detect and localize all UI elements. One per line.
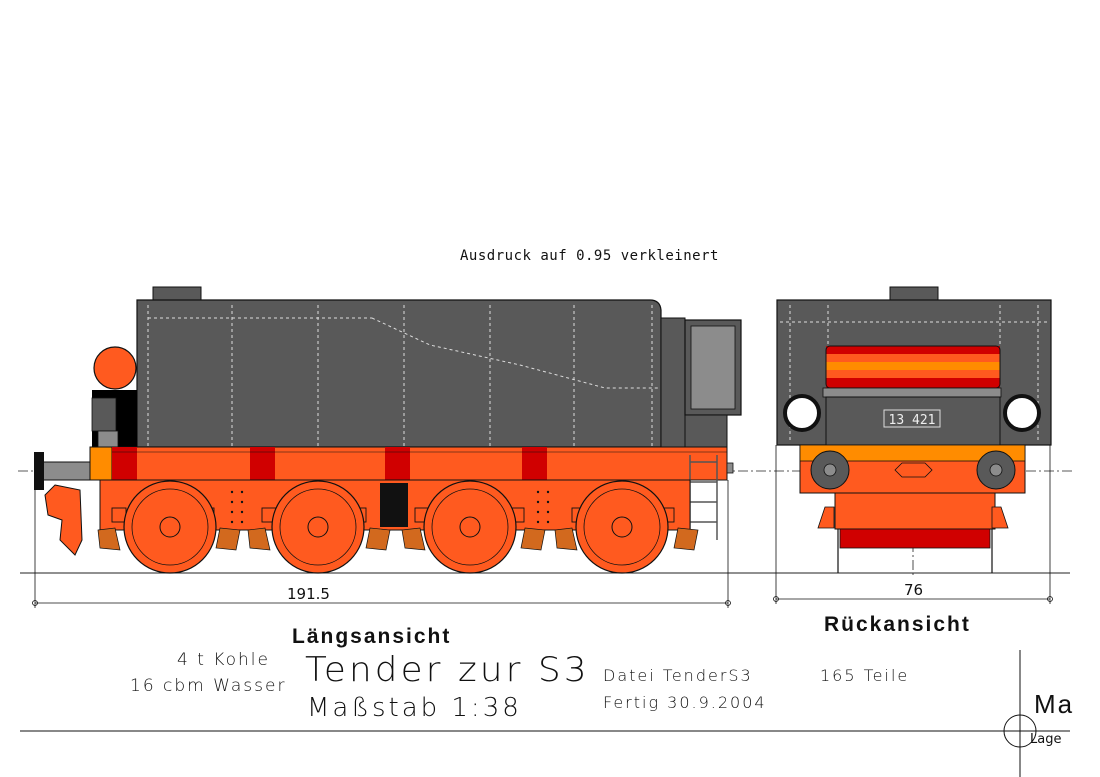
rear-dome xyxy=(889,286,939,302)
rear-view-title: Rückansicht xyxy=(824,613,971,636)
side-dimension: 191.5 xyxy=(287,585,330,603)
water-tank xyxy=(136,299,662,448)
corner-label-top: Ma xyxy=(1034,689,1075,719)
water-capacity: 16 cbm Wasser xyxy=(130,676,287,696)
wheel-1 xyxy=(123,480,217,574)
number-plate xyxy=(883,409,941,428)
finished-date: Fertig 30.9.2004 xyxy=(603,693,767,712)
wheels xyxy=(123,480,669,574)
rear-lamp-left xyxy=(783,394,821,432)
drawing-title: Tender zur S3 xyxy=(305,650,590,690)
corner-label-bottom: Lage xyxy=(1030,732,1062,747)
file-name: Datei TenderS3 xyxy=(603,666,753,685)
rear-view: 13 421 xyxy=(773,286,1053,604)
side-view-title: Längsansicht xyxy=(292,625,452,648)
wheel-4 xyxy=(575,480,669,574)
wheel-3 xyxy=(423,480,517,574)
drawing-scale: Maßstab 1:38 xyxy=(307,693,522,723)
rear-cabinet xyxy=(660,317,686,449)
rear-dimension-line xyxy=(773,445,1053,604)
tank-dome xyxy=(152,286,202,302)
print-note: Ausdruck auf 0.95 verkleinert xyxy=(460,248,719,264)
wheel-2 xyxy=(271,480,365,574)
frame-upper xyxy=(111,446,728,481)
front-coupler xyxy=(41,461,91,481)
rear-lamp-right xyxy=(1003,394,1041,432)
parts-count: 165 Teile xyxy=(820,666,910,685)
coal-capacity: 4 t Kohle xyxy=(177,650,270,670)
side-view xyxy=(32,286,742,608)
rear-cylinder xyxy=(825,345,1001,389)
number-plate-text: 13 421 xyxy=(889,413,936,428)
side-dimension-line xyxy=(32,480,731,608)
front-lamp xyxy=(93,346,137,390)
title-block-lines xyxy=(20,650,1070,777)
rear-dimension: 76 xyxy=(904,581,924,599)
